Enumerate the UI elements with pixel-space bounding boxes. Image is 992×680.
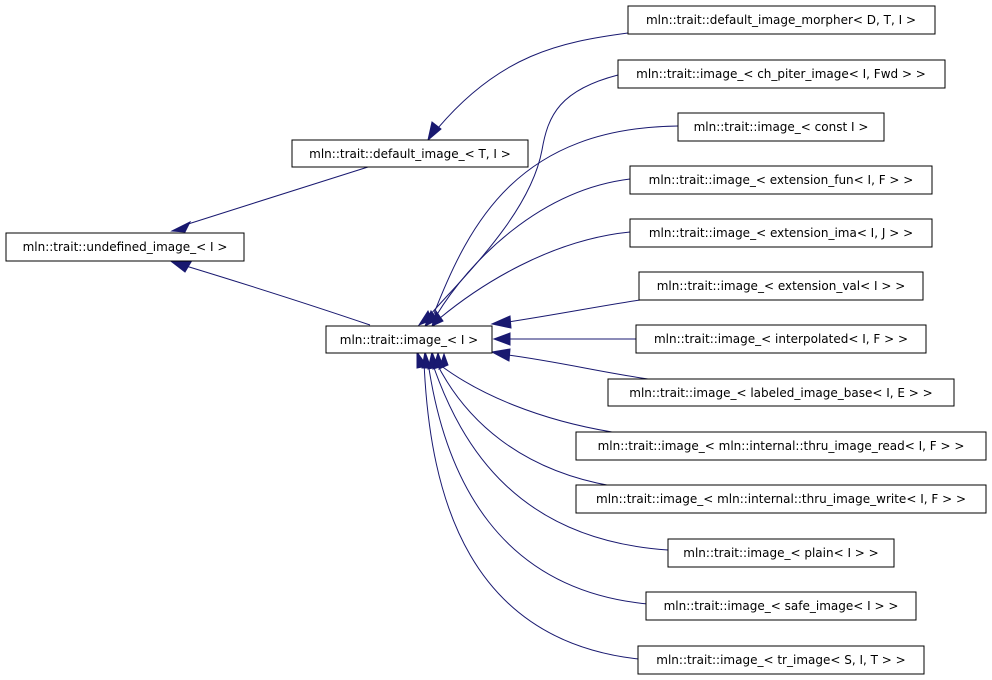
node-label: mln::trait::image_< mln::internal::thru_… bbox=[596, 492, 966, 506]
node-label: mln::trait::image_< interpolated< I, F >… bbox=[654, 332, 908, 346]
node-label: mln::trait::image_< mln::internal::thru_… bbox=[598, 439, 965, 453]
edge-extension-fun-to-image bbox=[435, 178, 631, 317]
edge-default-image-to-undefined-image bbox=[184, 166, 369, 226]
node-label: mln::trait::image_< safe_image< I > > bbox=[664, 599, 899, 613]
node-undefined-image[interactable]: mln::trait::undefined_image_< I > bbox=[5, 232, 245, 262]
edge-extension-val-to-image bbox=[507, 299, 641, 323]
node-label: mln::trait::image_< extension_fun< I, F … bbox=[649, 173, 914, 187]
arrow-head-icon bbox=[490, 315, 512, 329]
edge-plain-to-image bbox=[431, 361, 669, 551]
nodes: mln::trait::undefined_image_< I > mln::t… bbox=[5, 5, 987, 675]
node-extension-ima[interactable]: mln::trait::image_< extension_ima< I, J … bbox=[629, 218, 933, 248]
node-label: mln::trait::image_< labeled_image_base< … bbox=[629, 386, 932, 400]
node-extension-val[interactable]: mln::trait::image_< extension_val< I > > bbox=[638, 271, 924, 301]
arrow-head-icon bbox=[492, 332, 511, 346]
node-interpolated[interactable]: mln::trait::image_< interpolated< I, F >… bbox=[635, 324, 927, 354]
node-label: mln::trait::default_image_< T, I > bbox=[309, 147, 511, 161]
node-label: mln::trait::image_< extension_val< I > > bbox=[657, 279, 906, 293]
node-tr-image[interactable]: mln::trait::image_< tr_image< S, I, T > … bbox=[637, 645, 925, 675]
arrow-head-icon bbox=[424, 309, 438, 328]
node-default-image[interactable]: mln::trait::default_image_< T, I > bbox=[291, 139, 529, 168]
edge-thru-image-read-to-image bbox=[439, 364, 613, 433]
edge-labeled-image-base-to-image bbox=[507, 354, 649, 380]
node-label: mln::trait::image_< I > bbox=[340, 333, 479, 347]
node-thru-image-read[interactable]: mln::trait::image_< mln::internal::thru_… bbox=[575, 431, 987, 461]
edge-const-to-image bbox=[432, 125, 679, 317]
node-thru-image-write[interactable]: mln::trait::image_< mln::internal::thru_… bbox=[575, 484, 987, 514]
arrow-head-icon bbox=[490, 348, 511, 362]
node-label: mln::trait::image_< extension_ima< I, J … bbox=[649, 226, 913, 240]
node-label: mln::trait::default_image_morpher< D, T,… bbox=[646, 13, 916, 27]
edges bbox=[170, 32, 679, 660]
arrow-head-icon bbox=[431, 309, 444, 327]
arrow-head-icon bbox=[427, 121, 442, 142]
arrow-head-icon bbox=[170, 220, 192, 233]
node-extension-fun[interactable]: mln::trait::image_< extension_fun< I, F … bbox=[629, 165, 933, 195]
edge-thru-image-write-to-image bbox=[435, 361, 613, 487]
node-ch-piter-image[interactable]: mln::trait::image_< ch_piter_image< I, F… bbox=[617, 59, 946, 89]
node-label: mln::trait::image_< const I > bbox=[694, 120, 869, 134]
edge-morpher-to-default-image bbox=[437, 32, 629, 129]
node-plain[interactable]: mln::trait::image_< plain< I > > bbox=[667, 538, 895, 568]
node-label: mln::trait::undefined_image_< I > bbox=[23, 240, 228, 254]
node-image[interactable]: mln::trait::image_< I > bbox=[325, 325, 493, 354]
edge-safe-image-to-image bbox=[427, 361, 649, 605]
node-label: mln::trait::image_< ch_piter_image< I, F… bbox=[636, 67, 926, 81]
edge-image-to-undefined-image bbox=[185, 265, 371, 326]
edge-extension-ima-to-image bbox=[439, 231, 631, 319]
edge-ch-piter-image-to-image bbox=[429, 74, 619, 316]
node-label: mln::trait::image_< tr_image< S, I, T > … bbox=[656, 653, 905, 667]
node-default-image-morpher[interactable]: mln::trait::default_image_morpher< D, T,… bbox=[627, 5, 936, 35]
node-label: mln::trait::image_< plain< I > > bbox=[683, 546, 878, 560]
arrow-head-icon bbox=[438, 352, 449, 370]
edge-tr-image-to-image bbox=[423, 361, 639, 660]
arrow-head-icon bbox=[170, 261, 192, 273]
node-labeled-image-base[interactable]: mln::trait::image_< labeled_image_base< … bbox=[607, 378, 955, 407]
node-const[interactable]: mln::trait::image_< const I > bbox=[677, 112, 885, 142]
node-safe-image[interactable]: mln::trait::image_< safe_image< I > > bbox=[645, 591, 917, 621]
